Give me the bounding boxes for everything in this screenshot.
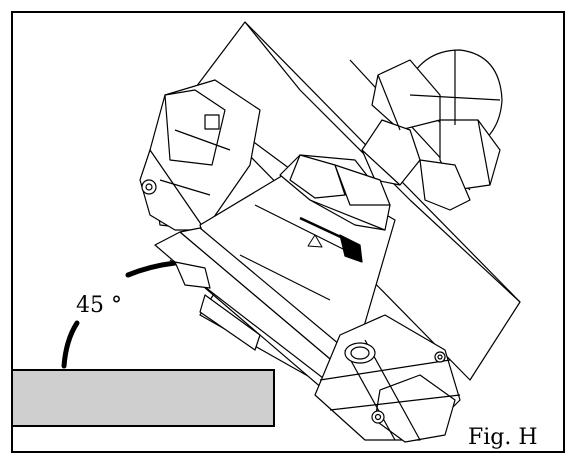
left-bearing-block xyxy=(139,79,261,231)
rear-housing-edge xyxy=(409,199,521,303)
top-cap xyxy=(279,154,391,231)
base-plate xyxy=(11,369,275,427)
arrow-mark-icon xyxy=(307,234,323,248)
cross-knob xyxy=(361,49,503,211)
rear-housing-edge xyxy=(244,21,301,91)
bottom-wheel-assembly xyxy=(314,314,461,443)
machine-assembly xyxy=(139,21,521,443)
figure-caption: Fig. H xyxy=(468,425,538,450)
angle-label: 45 ° xyxy=(76,293,122,318)
angle-arc-upper xyxy=(125,260,178,278)
angle-arc-lower xyxy=(61,320,80,369)
side-flange xyxy=(154,227,371,396)
